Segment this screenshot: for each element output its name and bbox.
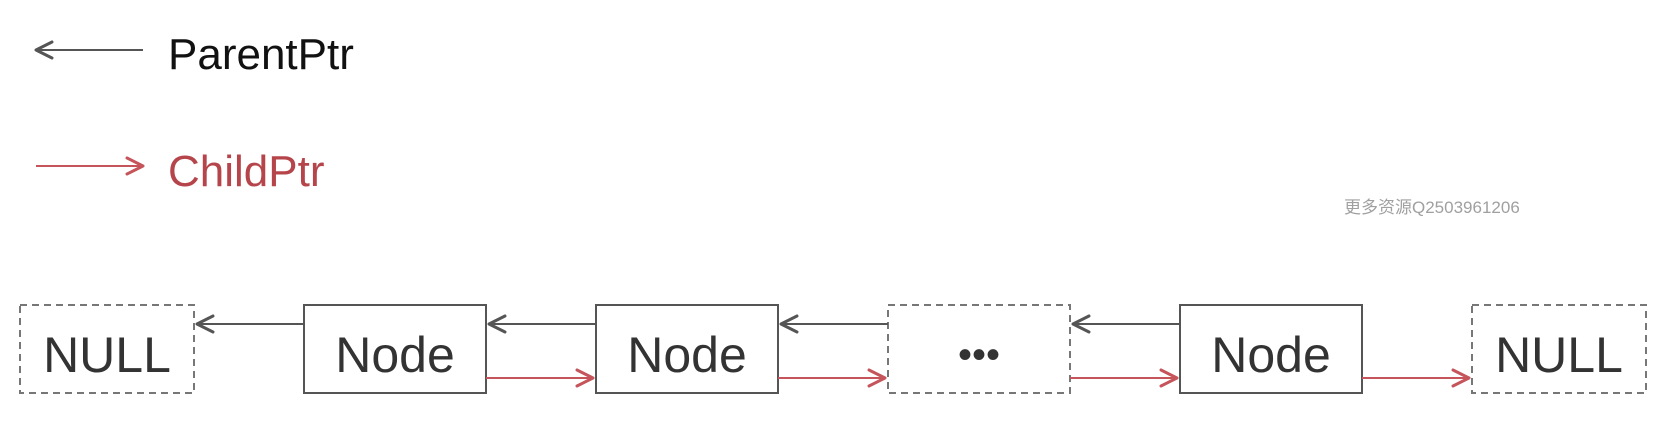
null-box-right: NULL [1471, 304, 1647, 394]
null-box-left: NULL [19, 304, 195, 394]
watermark-text: 更多资源Q2503961206 [1344, 198, 1520, 217]
node-box-3: Node [1179, 304, 1363, 394]
ellipsis-box: ••• [887, 304, 1071, 394]
node-box-1: Node [303, 304, 487, 394]
legend-parent-label: ParentPtr [168, 30, 354, 79]
node-label: Node [627, 327, 747, 383]
node-box-2: Node [595, 304, 779, 394]
node-label: Node [335, 327, 455, 383]
legend-parent-ptr: ParentPtr [34, 30, 354, 79]
null-label: NULL [43, 327, 171, 383]
null-label: NULL [1495, 327, 1623, 383]
legend-child-label: ChildPtr [168, 147, 325, 196]
ellipsis-label: ••• [958, 333, 1000, 377]
legend: ParentPtr ChildPtr [34, 30, 354, 196]
legend-child-ptr: ChildPtr [36, 147, 325, 196]
node-row: NULL Node Node ••• Node NULL [19, 304, 1647, 394]
node-label: Node [1211, 327, 1331, 383]
